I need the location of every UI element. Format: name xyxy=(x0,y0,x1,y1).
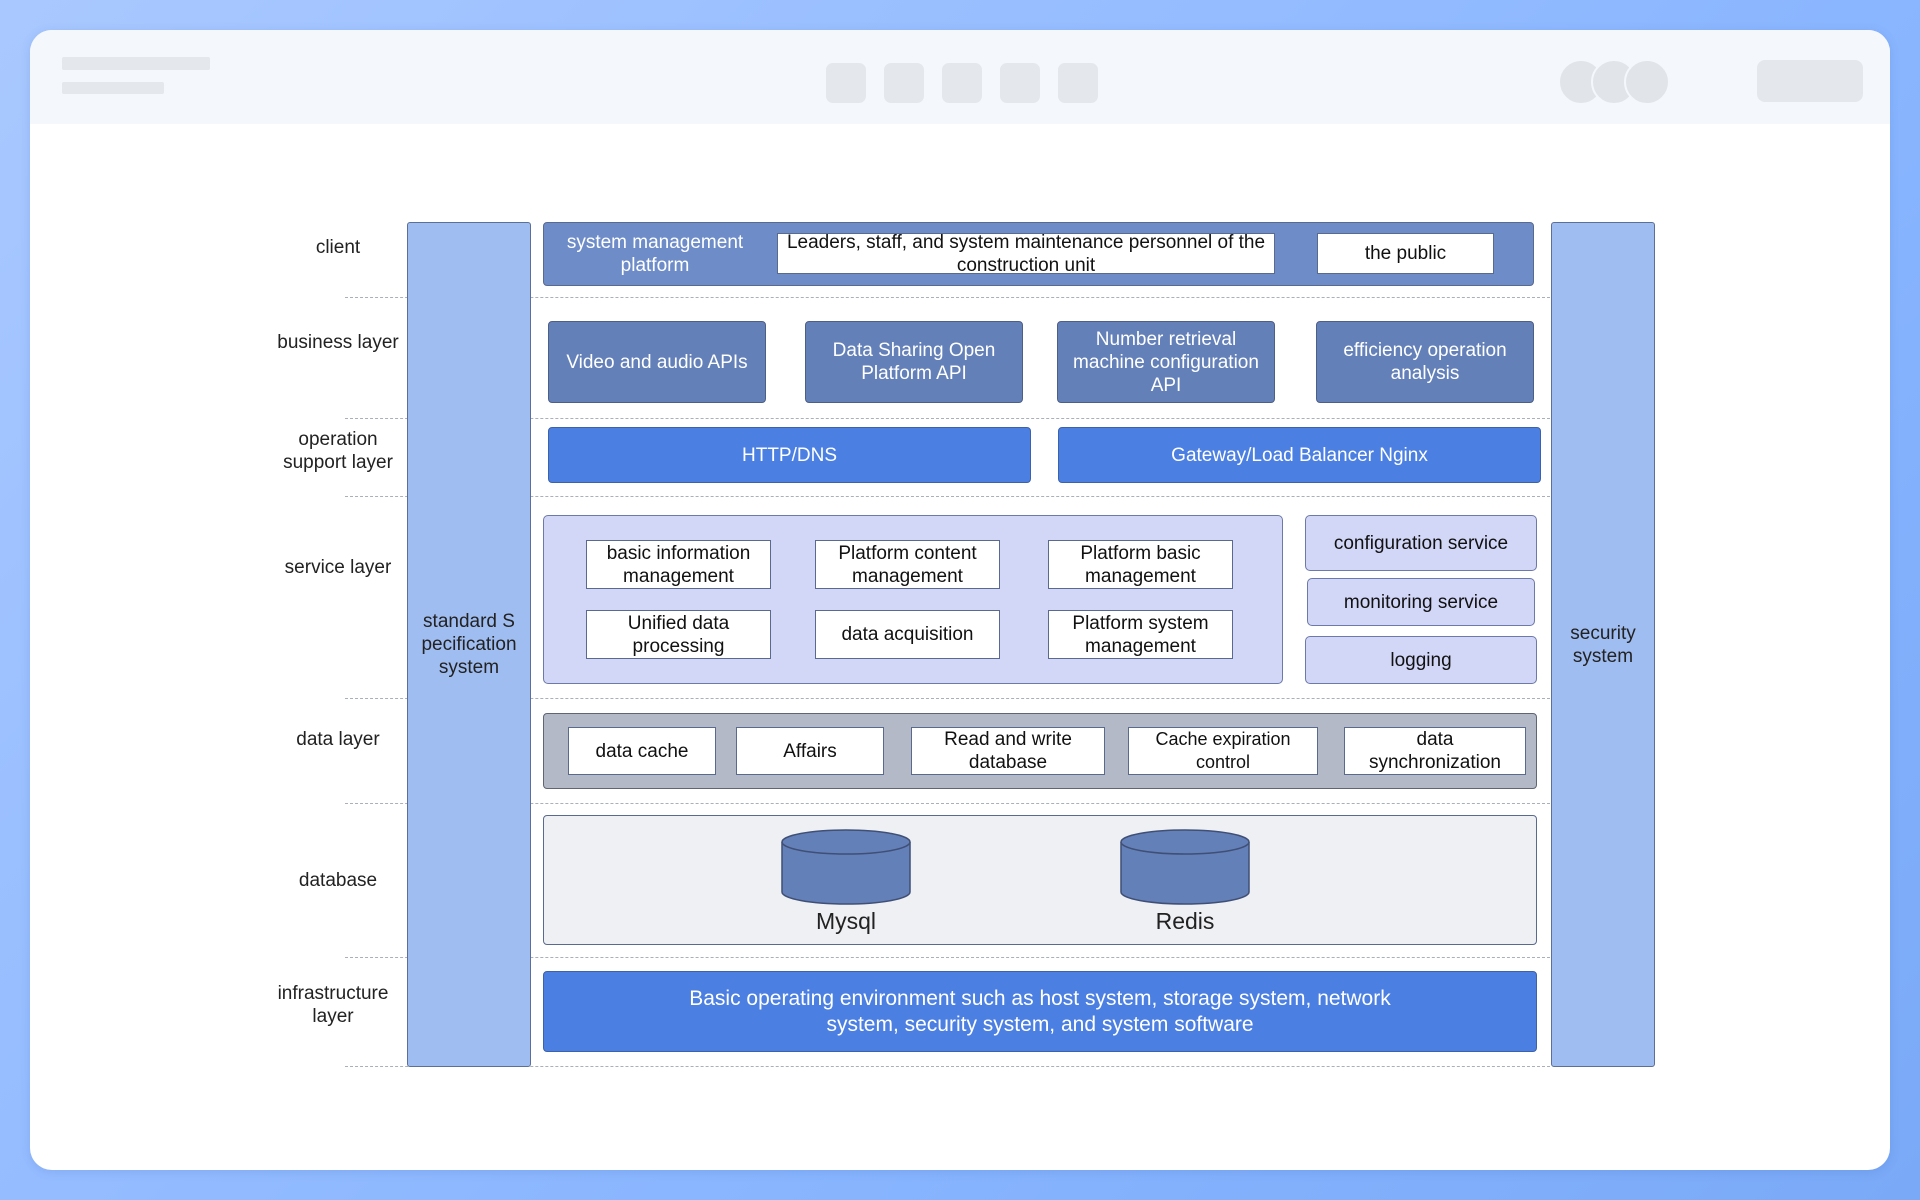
business-item: Data Sharing Open Platform API xyxy=(805,321,1023,403)
data-layer-item: Affairs xyxy=(736,727,884,775)
layer-label-database: database xyxy=(298,870,378,891)
service-module: basic information management xyxy=(586,540,771,589)
business-item: Number retrieval machine configuration A… xyxy=(1057,321,1275,403)
standard-specification-column: standard Specification system xyxy=(407,222,531,1067)
service-module: data acquisition xyxy=(815,610,1000,659)
data-layer-item: Read and write database xyxy=(911,727,1105,775)
layer-label-business: business layer xyxy=(277,332,399,353)
data-layer-item: data cache xyxy=(568,727,716,775)
data-layer-item: Cache expiration control xyxy=(1128,727,1318,775)
layer-label-infrastructure: infrastructure layer xyxy=(277,983,389,1027)
logging-service: logging xyxy=(1305,636,1537,684)
layer-label-operation: operation support layer xyxy=(283,429,393,473)
redis-database-icon xyxy=(1120,829,1250,905)
service-module: Platform content management xyxy=(815,540,1000,589)
business-item: efficiency operation analysis xyxy=(1316,321,1534,403)
data-layer-item: data synchronization xyxy=(1344,727,1526,775)
service-module: Platform system management xyxy=(1048,610,1233,659)
toolbar-button[interactable] xyxy=(1058,63,1098,103)
security-system-label: security system xyxy=(1570,622,1636,667)
subtitle-placeholder xyxy=(62,82,164,94)
infrastructure-box: Basic operating environment such as host… xyxy=(543,971,1537,1052)
personnel-box: Leaders, staff, and system maintenance p… xyxy=(777,232,1275,276)
layer-separator xyxy=(345,1066,1550,1067)
layer-separator xyxy=(345,418,1550,419)
standard-specification-label: standard Specification system xyxy=(421,611,517,678)
toolbar-button[interactable] xyxy=(1000,63,1040,103)
layer-separator xyxy=(345,957,1550,958)
avatar[interactable] xyxy=(1624,59,1670,105)
security-system-column: security system xyxy=(1551,222,1655,1067)
monitoring-service: monitoring service xyxy=(1307,578,1535,626)
layer-label-data: data layer xyxy=(296,729,380,750)
toolbar-button[interactable] xyxy=(826,63,866,103)
database-band xyxy=(543,815,1537,945)
operation-item-http-dns: HTTP/DNS xyxy=(548,427,1031,483)
infrastructure-label: Basic operating environment such as host… xyxy=(689,986,1391,1036)
layer-label-client: client xyxy=(315,237,361,258)
business-item: Video and audio APIs xyxy=(548,321,766,403)
redis-label: Redis xyxy=(1155,908,1215,934)
public-box: the public xyxy=(1317,233,1494,274)
configuration-service: configuration service xyxy=(1305,515,1537,571)
service-module: Unified data processing xyxy=(586,610,771,659)
title-bar xyxy=(30,30,1890,124)
layer-label-service: service layer xyxy=(284,557,392,578)
operation-item-gateway: Gateway/Load Balancer Nginx xyxy=(1058,427,1541,483)
title-placeholder xyxy=(62,57,210,70)
system-management-platform-label: system management platform xyxy=(566,232,744,276)
service-module: Platform basic management xyxy=(1048,540,1233,589)
layer-separator xyxy=(345,297,1550,298)
action-button[interactable] xyxy=(1757,60,1863,102)
layer-separator xyxy=(345,698,1550,699)
mysql-label: Mysql xyxy=(815,908,877,934)
toolbar-button[interactable] xyxy=(942,63,982,103)
mysql-database-icon xyxy=(781,829,911,905)
layer-separator xyxy=(345,803,1550,804)
layer-separator xyxy=(345,496,1550,497)
toolbar-button[interactable] xyxy=(884,63,924,103)
